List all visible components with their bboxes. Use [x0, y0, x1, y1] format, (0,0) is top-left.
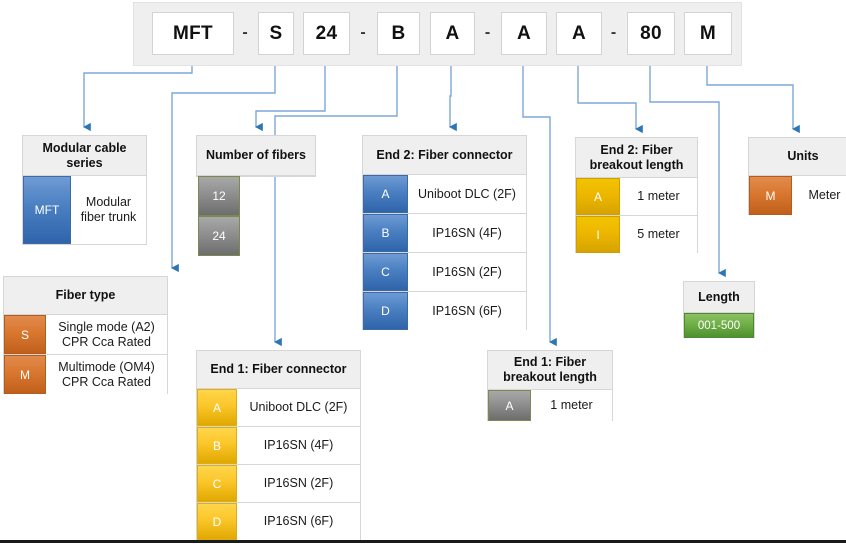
part-number-code-box[interactable]: B: [377, 12, 420, 55]
code-cell: B: [197, 427, 237, 464]
table-row: M Meter: [749, 176, 846, 215]
table-row: 001-500: [684, 313, 754, 338]
code-cell: C: [197, 465, 237, 502]
table-row: A 1 meter: [488, 390, 612, 421]
code-cell: MFT: [23, 176, 71, 244]
card-title: End 2: Fiber connector: [363, 136, 526, 175]
code-cell: D: [363, 292, 408, 330]
description-cell: IP16SN (6F): [237, 503, 360, 540]
table-row: MFT Modular fiber trunk: [23, 176, 146, 244]
description-cell: Uniboot DLC (2F): [408, 175, 526, 213]
card-number-of-fibers: Number of fibers: [196, 135, 316, 177]
description-cell: IP16SN (4F): [408, 214, 526, 252]
card-title: Length: [684, 282, 754, 313]
part-number-dash: -: [360, 23, 366, 41]
part-number-code-box[interactable]: A: [501, 12, 547, 55]
table-row: S Single mode (A2) CPR Cca Rated: [4, 315, 167, 355]
code-cell: S: [4, 315, 46, 354]
table-row: B IP16SN (4F): [363, 214, 526, 253]
table-row: C IP16SN (2F): [197, 465, 360, 503]
code-cell: 12: [198, 176, 240, 216]
description-cell: Multimode (OM4) CPR Cca Rated: [46, 355, 167, 394]
code-cell: A: [363, 175, 408, 213]
card-units: Units M Meter: [748, 137, 846, 215]
card-end2-fiber-breakout-length: End 2: Fiber breakout length A 1 meter I…: [575, 137, 698, 253]
description-cell: 1 meter: [531, 390, 612, 421]
table-row: A 1 meter: [576, 178, 697, 216]
part-number-code-box[interactable]: MFT: [152, 12, 234, 55]
code-cell: M: [4, 355, 46, 394]
description-cell: Single mode (A2) CPR Cca Rated: [46, 315, 167, 354]
part-number-code-box[interactable]: 80: [627, 12, 675, 55]
table-row: A Uniboot DLC (2F): [197, 389, 360, 427]
description-cell: Modular fiber trunk: [71, 176, 146, 244]
description-cell: IP16SN (4F): [237, 427, 360, 464]
part-number-dash: -: [484, 23, 491, 41]
part-number-dash: -: [610, 23, 617, 41]
code-cell: M: [749, 176, 792, 215]
card-title: Number of fibers: [197, 136, 315, 176]
card-modular-cable-series: Modular cable series MFT Modular fiber t…: [22, 135, 147, 245]
code-cell: D: [197, 503, 237, 540]
description-cell: Meter: [792, 176, 846, 215]
part-number-code-box[interactable]: A: [430, 12, 475, 55]
card-title: Units: [749, 138, 846, 176]
description-cell: IP16SN (2F): [237, 465, 360, 502]
description-cell: IP16SN (6F): [408, 292, 526, 330]
table-row: C IP16SN (2F): [363, 253, 526, 292]
description-cell: Uniboot DLC (2F): [237, 389, 360, 426]
code-cell: A: [197, 389, 237, 426]
code-cell: C: [363, 253, 408, 291]
part-number-code-box[interactable]: 24: [303, 12, 350, 55]
description-cell: IP16SN (2F): [408, 253, 526, 291]
part-number-dash: -: [242, 23, 248, 41]
code-cell: 001-500: [684, 313, 754, 338]
table-row: D IP16SN (6F): [197, 503, 360, 540]
card-fiber-type: Fiber type S Single mode (A2) CPR Cca Ra…: [3, 276, 168, 394]
code-cell: I: [576, 216, 620, 253]
code-cell: A: [576, 178, 620, 215]
table-row: I 5 meter: [576, 216, 697, 253]
card-end1-fiber-breakout-length: End 1: Fiber breakout length A 1 meter: [487, 350, 613, 421]
card-title: End 1: Fiber connector: [197, 351, 360, 389]
code-cell: A: [488, 390, 531, 421]
table-row: M Multimode (OM4) CPR Cca Rated: [4, 355, 167, 394]
card-length: Length 001-500: [683, 281, 755, 338]
table-row: A Uniboot DLC (2F): [363, 175, 526, 214]
part-number-code-box[interactable]: A: [556, 12, 602, 55]
part-number-code-box[interactable]: S: [258, 12, 294, 55]
description-cell: 5 meter: [620, 216, 697, 253]
bottom-divider: [0, 540, 846, 543]
card-title: Fiber type: [4, 277, 167, 315]
card-end1-fiber-connector: End 1: Fiber connector A Uniboot DLC (2F…: [196, 350, 361, 540]
table-row: D IP16SN (6F): [363, 292, 526, 330]
table-row: B IP16SN (4F): [197, 427, 360, 465]
code-cell: B: [363, 214, 408, 252]
code-cell: 24: [198, 216, 240, 256]
description-cell: 1 meter: [620, 178, 697, 215]
part-number-code-box[interactable]: M: [684, 12, 732, 55]
card-title: End 1: Fiber breakout length: [488, 351, 612, 390]
card-title: End 2: Fiber breakout length: [576, 138, 697, 178]
card-end2-fiber-connector: End 2: Fiber connector A Uniboot DLC (2F…: [362, 135, 527, 330]
card-title: Modular cable series: [23, 136, 146, 176]
